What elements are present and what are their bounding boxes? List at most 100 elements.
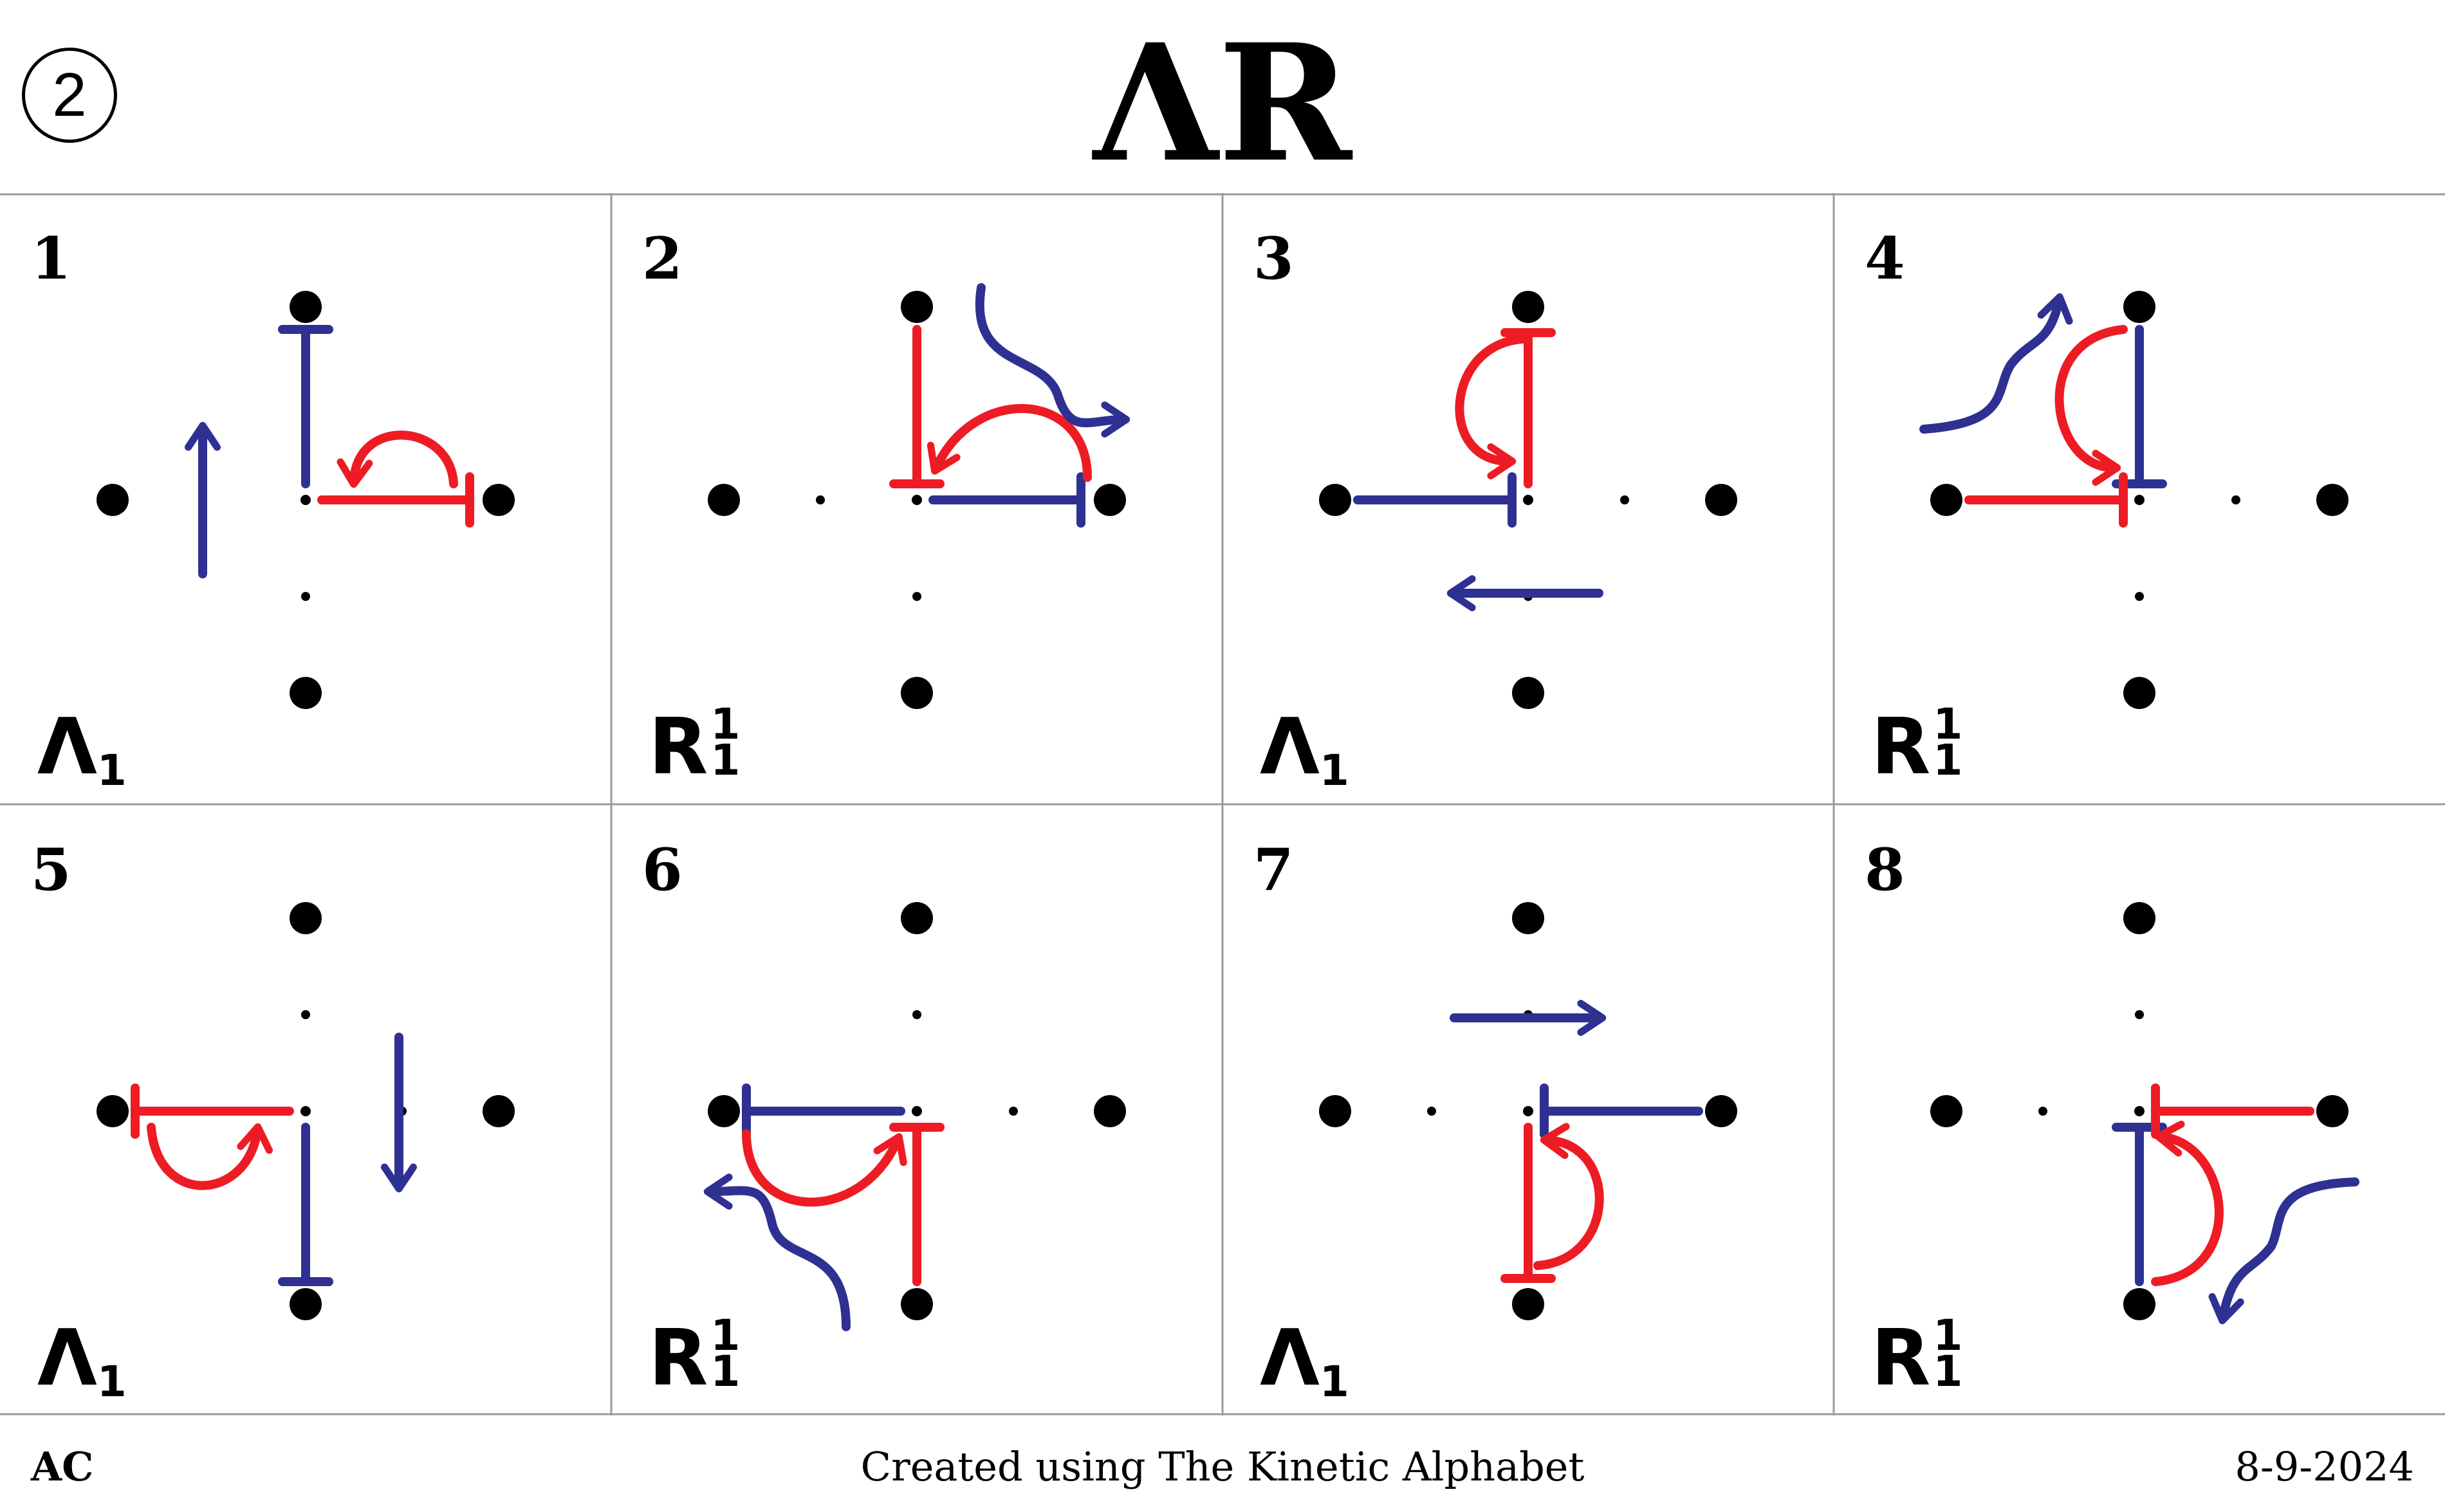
notation-subscript: 1 bbox=[97, 1357, 127, 1406]
notation-label: Λ1 bbox=[1260, 706, 1349, 813]
notation-superscript: 1 bbox=[1933, 1311, 1963, 1360]
position-dot bbox=[290, 677, 322, 709]
cell-number: 7 bbox=[1253, 836, 1294, 904]
midpoint-dot bbox=[301, 1010, 310, 1019]
notation-base: R bbox=[649, 1314, 708, 1403]
curved-arrow bbox=[927, 404, 1092, 482]
centre-dot bbox=[912, 495, 922, 505]
position-dot bbox=[290, 902, 322, 934]
position-dot bbox=[1319, 1095, 1351, 1127]
page-number-badge: 2 bbox=[22, 48, 117, 143]
notation-subscript: 1 bbox=[710, 735, 741, 785]
position-dot bbox=[483, 484, 515, 516]
movement-diagram bbox=[1919, 291, 2348, 709]
midpoint-dot bbox=[2038, 1107, 2047, 1116]
notation-base: Λ bbox=[37, 1314, 97, 1403]
position-dot bbox=[1512, 1288, 1544, 1320]
notation-subscript: 1 bbox=[1319, 1357, 1349, 1406]
position-dot bbox=[708, 484, 740, 516]
curved-arrow bbox=[1533, 1123, 1604, 1270]
midpoint-dot bbox=[1427, 1107, 1436, 1116]
notation-superscript: 1 bbox=[710, 699, 741, 749]
position-dot bbox=[290, 1288, 322, 1320]
position-dot bbox=[2123, 1288, 2155, 1320]
cell-number: 1 bbox=[31, 225, 71, 293]
curved-arrow bbox=[1455, 335, 1526, 479]
position-dot bbox=[1512, 902, 1544, 934]
position-dot bbox=[97, 484, 129, 516]
movement-diagram bbox=[1930, 902, 2359, 1325]
position-dot bbox=[2123, 677, 2155, 709]
position-dot bbox=[1930, 1095, 1962, 1127]
notation-label: Λ1 bbox=[37, 706, 127, 813]
cell-number: 4 bbox=[1865, 225, 1905, 293]
cell-number: 8 bbox=[1865, 836, 1905, 904]
notation-label: Λ1 bbox=[37, 1317, 127, 1424]
cell-number: 6 bbox=[642, 836, 683, 904]
midpoint-dot bbox=[816, 495, 825, 504]
position-dot bbox=[2316, 484, 2348, 516]
date-text: 8-9-2024 bbox=[2235, 1443, 2414, 1490]
position-dot bbox=[97, 1095, 129, 1127]
notation-base: R bbox=[1871, 703, 1931, 792]
position-dot bbox=[1512, 677, 1544, 709]
curved-arrow bbox=[975, 283, 1130, 438]
notation-subscript: 1 bbox=[97, 746, 127, 795]
curved-arrow bbox=[147, 1123, 273, 1190]
curved-arrow bbox=[2151, 1120, 2224, 1286]
curved-arrow bbox=[2208, 1177, 2359, 1325]
centre-dot bbox=[2134, 1106, 2145, 1116]
curved-arrow bbox=[703, 1173, 851, 1331]
curved-arrow bbox=[2054, 325, 2128, 486]
position-dot bbox=[1094, 1095, 1126, 1127]
position-dot bbox=[2123, 291, 2155, 323]
movement-diagram bbox=[97, 902, 515, 1320]
position-dot bbox=[901, 291, 933, 323]
cell-number: 2 bbox=[642, 225, 683, 293]
midpoint-dot bbox=[912, 592, 921, 601]
centre-dot bbox=[2134, 495, 2145, 505]
page-title: ΛR bbox=[1093, 8, 1352, 198]
credit-text: Created using The Kinetic Alphabet bbox=[860, 1443, 1585, 1490]
notation-base: Λ bbox=[37, 703, 97, 792]
cell-number: 3 bbox=[1253, 225, 1294, 293]
midpoint-dot bbox=[912, 1010, 921, 1019]
movement-diagram bbox=[97, 291, 515, 709]
movement-diagram bbox=[1319, 291, 1737, 709]
position-dot bbox=[483, 1095, 515, 1127]
notation-subscript: 1 bbox=[1933, 1347, 1963, 1396]
cell-number: 5 bbox=[31, 836, 71, 904]
notation-subscript: 1 bbox=[1319, 746, 1349, 795]
movement-diagram bbox=[708, 283, 1130, 709]
position-dot bbox=[1705, 484, 1737, 516]
position-dot bbox=[1930, 484, 1962, 516]
position-dot bbox=[1319, 484, 1351, 516]
notation-base: R bbox=[649, 703, 708, 792]
midpoint-dot bbox=[2231, 495, 2240, 504]
notation-base: R bbox=[1871, 1314, 1931, 1403]
position-dot bbox=[1512, 291, 1544, 323]
midpoint-dot bbox=[301, 592, 310, 601]
centre-dot bbox=[1523, 1106, 1533, 1116]
movement-diagram bbox=[703, 902, 1126, 1331]
notation-base: Λ bbox=[1260, 703, 1320, 792]
curved-arrow bbox=[1919, 293, 2073, 434]
centre-dot bbox=[300, 1106, 311, 1116]
position-dot bbox=[901, 677, 933, 709]
position-dot bbox=[290, 291, 322, 323]
author-initials: AC bbox=[31, 1443, 94, 1490]
position-dot bbox=[901, 1288, 933, 1320]
midpoint-dot bbox=[1009, 1107, 1018, 1116]
position-dot bbox=[2123, 902, 2155, 934]
centre-dot bbox=[300, 495, 311, 505]
